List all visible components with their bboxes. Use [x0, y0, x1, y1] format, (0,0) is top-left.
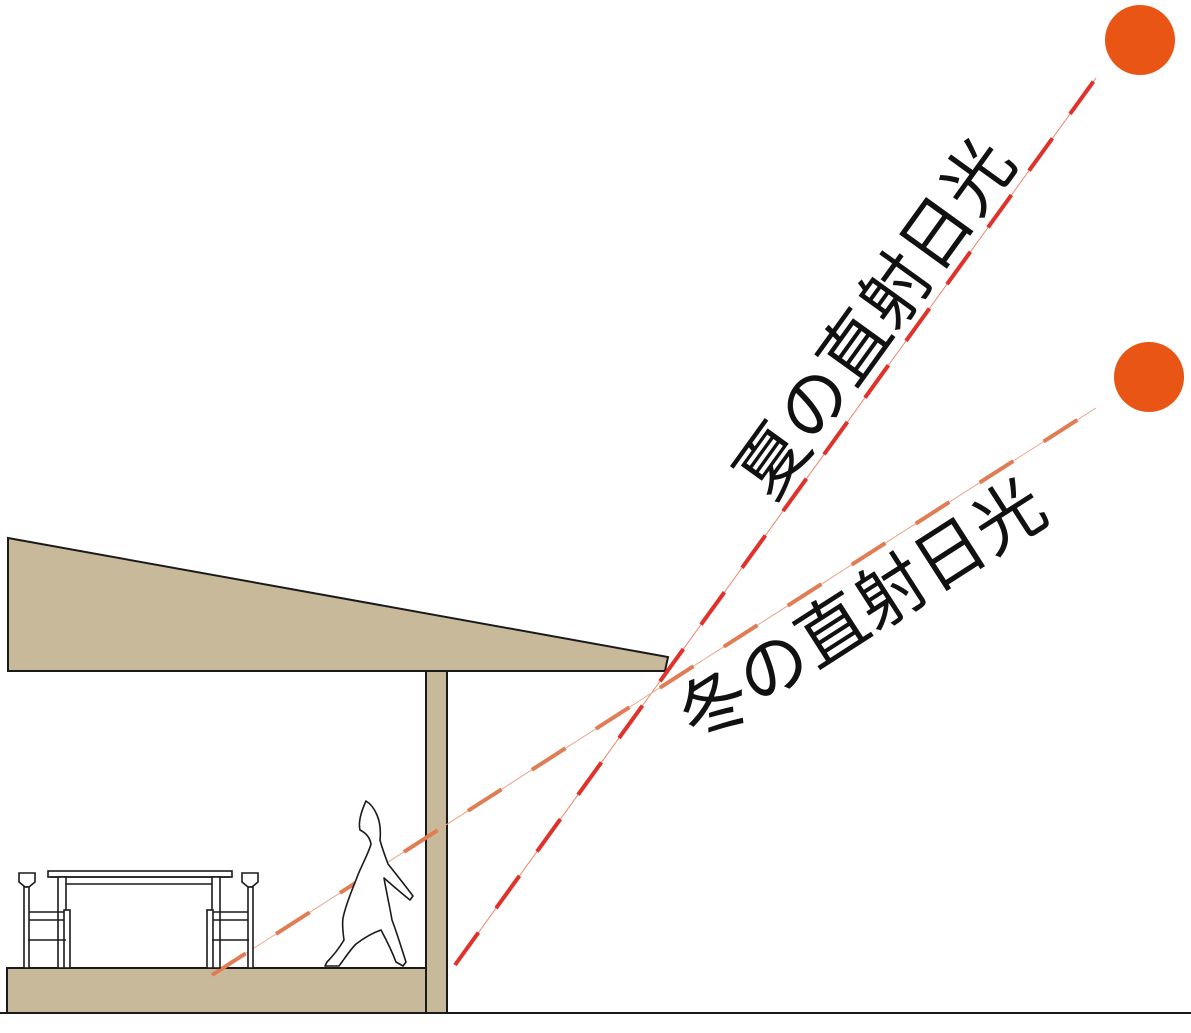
person-figure: [324, 800, 414, 967]
chair-right: [206, 872, 259, 969]
summer-sun: [1105, 5, 1175, 75]
winter-sun-ray: [210, 406, 1098, 977]
winter-sun: [1114, 342, 1184, 412]
chair-left: [18, 872, 71, 969]
floor-deck: [6, 967, 428, 1014]
winter-sunlight-label: 冬の直射日光: [663, 463, 1061, 759]
summer-sunlight-label: 夏の直射日光: [719, 124, 1031, 513]
table: [47, 870, 233, 969]
summer-sun-ray: [453, 76, 1098, 967]
support-column: [425, 669, 448, 1014]
roof-eaves: [7, 536, 670, 672]
